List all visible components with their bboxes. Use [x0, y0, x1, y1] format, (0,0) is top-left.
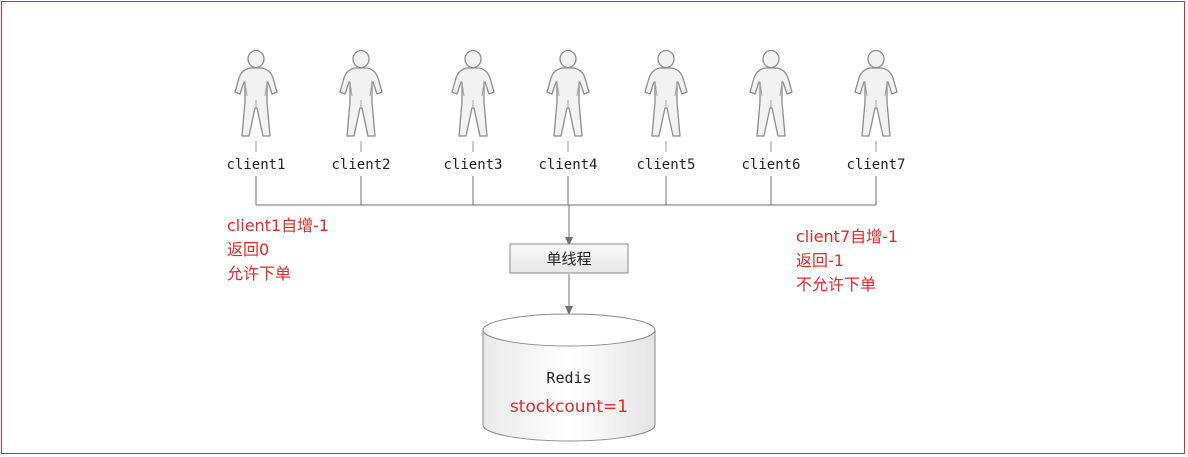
stockcount-value: stockcount=1 [510, 397, 628, 417]
client4-person-icon [546, 50, 590, 137]
left-note-line2: 返回0 [227, 240, 270, 259]
client7-person-icon [854, 50, 898, 137]
left-note-line3: 允许下单 [227, 264, 292, 283]
right-note-line2: 返回-1 [796, 251, 844, 270]
client4-label: client4 [538, 157, 597, 173]
client5-person-icon [644, 50, 688, 137]
redis-cylinder: Redis stockcount=1 [482, 313, 656, 442]
right-note-line1: client7自增-1 [796, 227, 899, 246]
right-note-line3: 不允许下单 [796, 275, 877, 294]
client7-label: client7 [846, 157, 905, 173]
client5-label: client5 [636, 157, 695, 173]
client3-label: client3 [443, 157, 502, 173]
single-thread-label: 单线程 [546, 250, 591, 268]
left-note: client1自增-1 返回0 允许下单 [227, 214, 329, 286]
right-note: client7自增-1 返回-1 不允许下单 [796, 225, 898, 297]
client-figures [234, 50, 898, 137]
client1-label: client1 [226, 157, 285, 173]
client3-person-icon [451, 50, 495, 137]
client2-label: client2 [331, 157, 390, 173]
client6-label: client6 [741, 157, 800, 173]
client6-person-icon [749, 50, 793, 137]
client1-person-icon [234, 50, 278, 137]
left-note-line1: client1自增-1 [227, 216, 330, 235]
redis-label: Redis [546, 369, 591, 387]
client2-person-icon [339, 50, 383, 137]
figure-to-label-ticks [255, 141, 877, 152]
connector-lines [255, 176, 877, 315]
single-thread-box: 单线程 [509, 243, 629, 274]
